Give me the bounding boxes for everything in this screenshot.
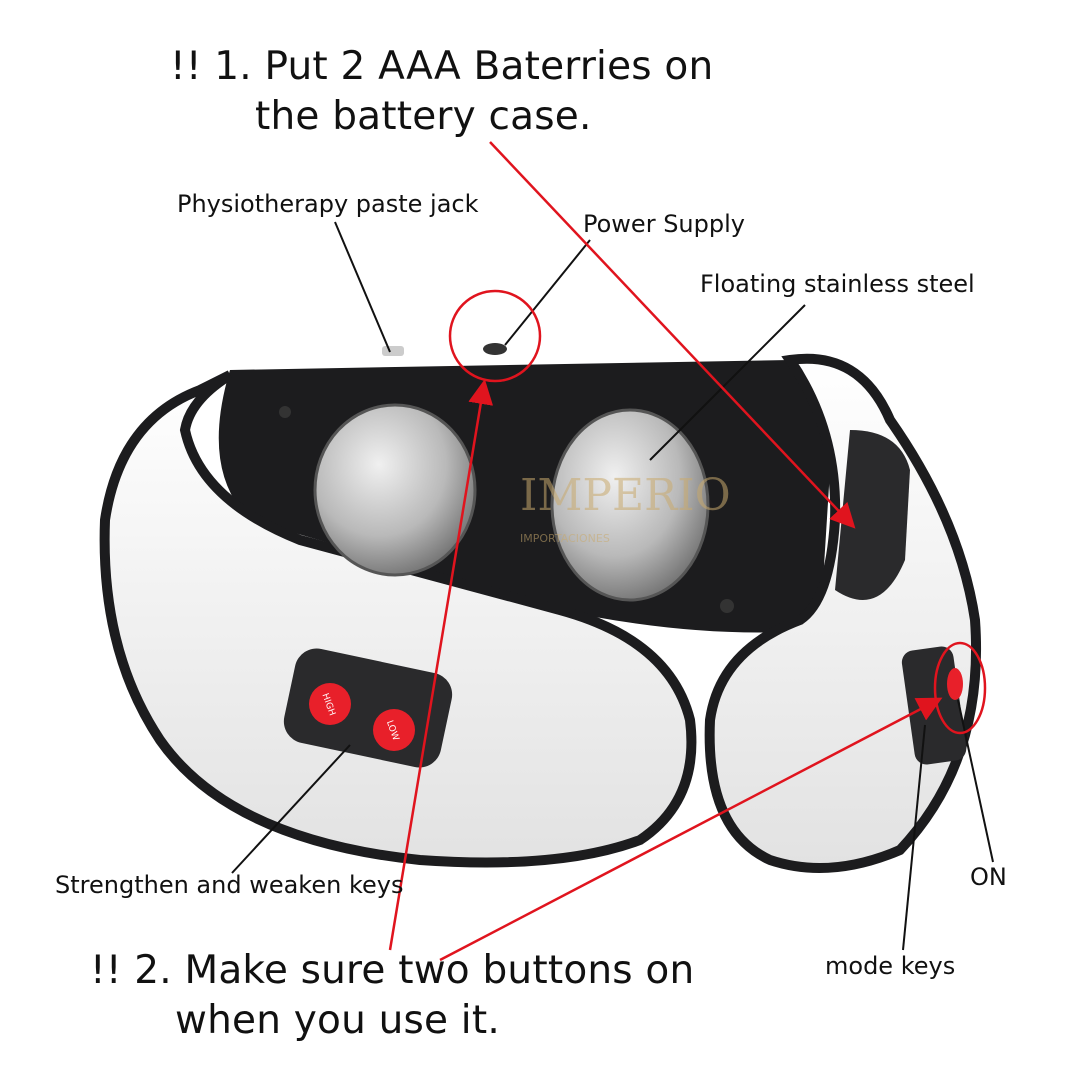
step2-line1: !! 2. Make sure two buttons on — [90, 948, 695, 993]
on-button-highlight — [933, 641, 987, 735]
step2-line2: when you use it. — [175, 998, 500, 1043]
watermark-sub: IMPORTACIONES — [520, 532, 610, 545]
step1-line1: !! 1. Put 2 AAA Baterries on — [170, 44, 714, 89]
left-arm — [99, 370, 697, 868]
right-arm — [704, 353, 982, 873]
watermark-brand: IMPERIO — [520, 470, 731, 521]
callout-mode-keys: mode keys — [825, 952, 956, 980]
callout-floating-steel: Floating stainless steel — [700, 270, 975, 298]
on-button — [947, 668, 963, 700]
electrode-pad-right — [550, 408, 710, 602]
callout-on: ON — [970, 863, 1007, 891]
callout-strength-keys: Strengthen and weaken keys — [55, 871, 404, 899]
step1-line2: the battery case. — [255, 94, 592, 139]
low-key — [373, 709, 415, 751]
callout-power-supply: Power Supply — [583, 210, 745, 238]
callout-paste-jack: Physiotherapy paste jack — [177, 190, 479, 218]
power-supply-button — [483, 343, 507, 355]
high-key — [309, 683, 351, 725]
electrode-pad-left — [313, 403, 477, 577]
power-supply-highlight — [448, 289, 542, 383]
paste-jack — [382, 346, 404, 356]
